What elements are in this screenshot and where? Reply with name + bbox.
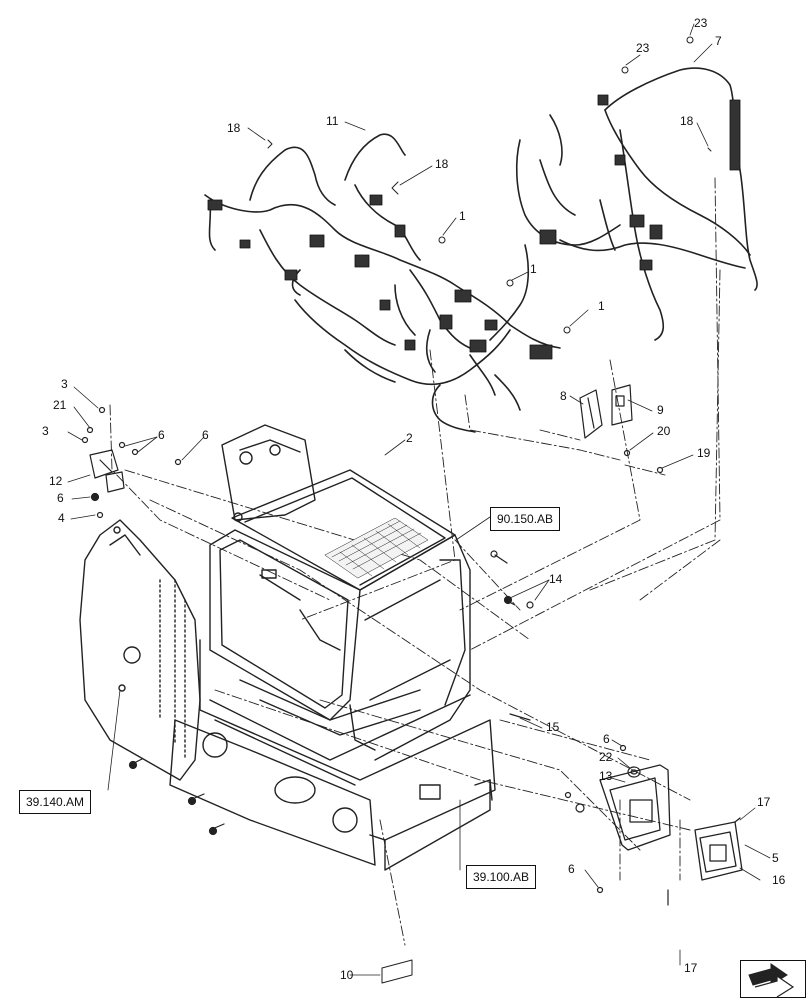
arrow-icon (748, 963, 795, 998)
reference-39-100-ab[interactable]: 39.100.AB (466, 865, 537, 889)
side-panel (79, 519, 201, 781)
callout-18-left: 18 (227, 121, 241, 135)
cab-harness-connectors (539, 94, 741, 271)
label-10 (381, 959, 413, 984)
small-fasteners (267, 36, 712, 334)
callout-6-b: 6 (202, 428, 209, 442)
callout-3-top: 3 (61, 377, 68, 391)
callout-18-right: 18 (680, 114, 694, 128)
callout-23-top: 23 (694, 16, 708, 30)
callout-17-bottom: 17 (684, 961, 698, 975)
next-page-arrow-icon[interactable] (740, 960, 806, 998)
callout-6-a: 6 (158, 428, 165, 442)
bracket-12 (89, 449, 125, 493)
callout-15: 15 (546, 720, 560, 734)
callout-5: 5 (772, 851, 779, 865)
callout-1-a: 1 (459, 209, 466, 223)
leader-lines (67, 23, 771, 976)
chassis-frame (169, 424, 496, 871)
fastener-19 (656, 466, 664, 474)
callout-20: 20 (657, 424, 671, 438)
reference-90-150-ab[interactable]: 90.150.AB (490, 507, 561, 531)
callout-12: 12 (49, 474, 63, 488)
callout-23: 23 (636, 41, 650, 55)
callout-13: 13 (599, 769, 613, 783)
callout-1-c: 1 (598, 299, 605, 313)
reference-39-140-am[interactable]: 39.140.AM (19, 790, 92, 814)
fastener-6-b (596, 886, 604, 894)
bracket-8 (579, 389, 603, 439)
grommet-22 (627, 766, 641, 778)
assembly-centerlines (109, 177, 721, 946)
callout-7: 7 (715, 34, 722, 48)
roof-grille (324, 517, 429, 579)
control-module-16 (694, 817, 743, 881)
callout-8: 8 (560, 389, 567, 403)
fastener-6-a (619, 744, 627, 752)
callout-2: 2 (406, 431, 413, 445)
clips-14 (490, 550, 534, 609)
callout-4: 4 (58, 511, 65, 525)
callout-21: 21 (53, 398, 67, 412)
callout-3: 3 (42, 424, 49, 438)
callout-10: 10 (340, 968, 354, 982)
callout-1-b: 1 (530, 262, 537, 276)
callout-16: 16 (772, 873, 786, 887)
callout-9: 9 (657, 403, 664, 417)
callout-17-top: 17 (757, 795, 771, 809)
callout-6-c: 6 (57, 491, 64, 505)
callout-6-e: 6 (568, 862, 575, 876)
callout-19: 19 (697, 446, 711, 460)
bolts-left (128, 758, 225, 836)
callout-22: 22 (599, 750, 613, 764)
callout-6-d: 6 (603, 732, 610, 746)
harness-connectors (207, 194, 553, 360)
mounting-bracket-13 (599, 764, 671, 851)
left-small-hardware (81, 406, 182, 519)
callout-14: 14 (549, 572, 563, 586)
bolt-15 (509, 713, 531, 721)
callout-11: 11 (326, 114, 339, 128)
callout-18-center: 18 (435, 157, 449, 171)
fastener-20 (623, 449, 631, 457)
bracket-9 (611, 384, 633, 426)
